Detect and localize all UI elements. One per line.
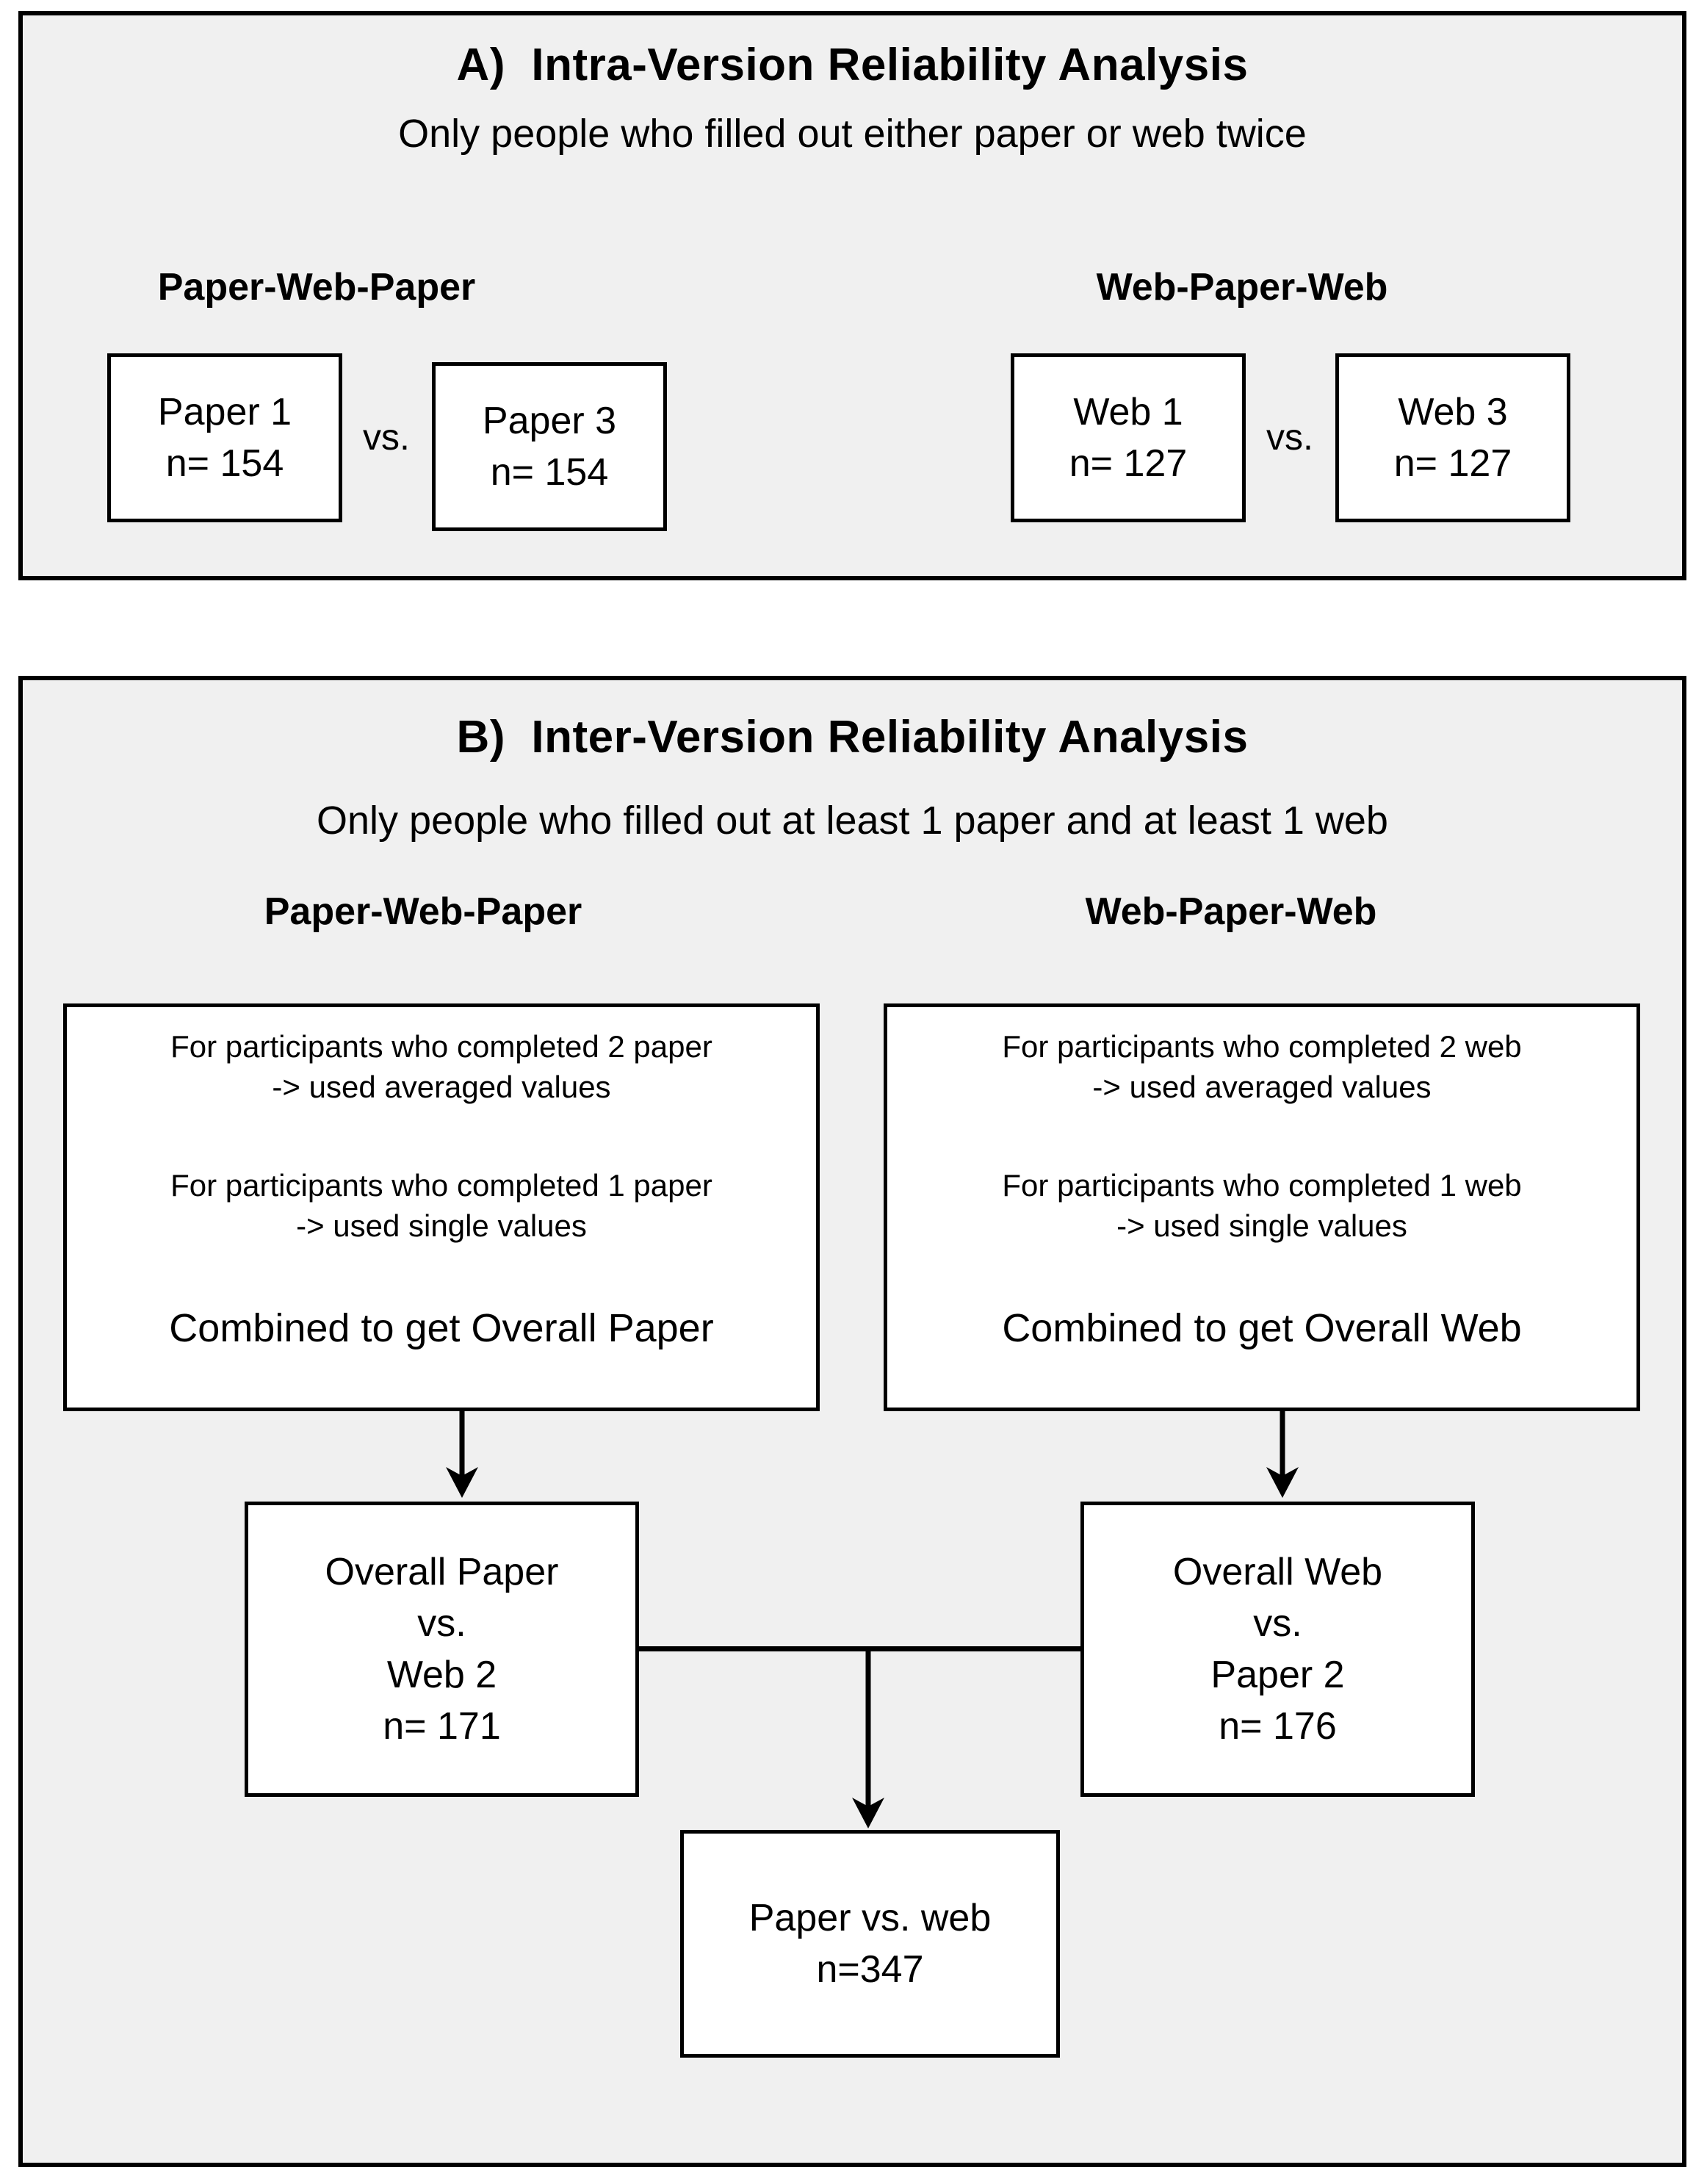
panel-a-box-paper-1: Paper 1 n= 154 — [107, 353, 342, 522]
panel-a-box-web-3: Web 3 n= 127 — [1335, 353, 1570, 522]
panel-b-group-title-web-paper-web: Web-Paper-Web — [1085, 890, 1377, 933]
panel-a-intra-version: A) Intra-Version Reliability Analysis On… — [18, 11, 1686, 580]
box-line-count: n= 154 — [490, 451, 609, 494]
box-line-2: n=347 — [816, 1948, 924, 1991]
arrow-desc-web-to-overall-web — [1246, 1411, 1319, 1499]
panel-a-group-title-web-paper-web: Web-Paper-Web — [1096, 266, 1388, 309]
desc-rule1-line1: For participants who completed 2 paper — [170, 1029, 712, 1064]
box-line-1: Overall Paper — [325, 1550, 559, 1593]
box-line-label: Paper 1 — [157, 390, 292, 433]
panel-b-title: B) Inter-Version Reliability Analysis — [456, 712, 1249, 763]
panel-b-desc-box-paper: For participants who completed 2 paper -… — [63, 1003, 820, 1411]
panel-a-box-paper-3: Paper 3 n= 154 — [432, 362, 667, 531]
box-line-count: n= 154 — [165, 442, 284, 485]
panel-a-box-web-1: Web 1 n= 127 — [1011, 353, 1246, 522]
box-line-label: Web 1 — [1073, 390, 1183, 433]
box-line-4: n= 171 — [383, 1705, 501, 1748]
box-line-label: Web 3 — [1398, 390, 1508, 433]
desc-rule2-line2: -> used single values — [1116, 1208, 1407, 1244]
desc-combined: Combined to get Overall Web — [1002, 1305, 1522, 1350]
box-line-1: Overall Web — [1172, 1550, 1383, 1593]
box-line-3: Web 2 — [386, 1654, 497, 1696]
connector-horizontal-results — [635, 1646, 1083, 1651]
desc-rule2-line2: -> used single values — [296, 1208, 587, 1244]
box-line-1: Paper vs. web — [748, 1896, 992, 1939]
panel-a-vs-label-2: vs. — [1266, 417, 1313, 458]
desc-rule1-line2: -> used averaged values — [272, 1070, 611, 1105]
box-line-count: n= 127 — [1069, 442, 1188, 485]
panel-b-result-box-overall-paper: Overall Paper vs. Web 2 n= 171 — [245, 1502, 639, 1797]
desc-rule2-line1: For participants who completed 1 web — [1002, 1167, 1522, 1203]
box-line-label: Paper 3 — [482, 399, 617, 442]
panel-b-desc-box-web: For participants who completed 2 web -> … — [884, 1003, 1640, 1411]
box-line-2: vs. — [1253, 1601, 1302, 1645]
panel-a-group-title-paper-web-paper: Paper-Web-Paper — [157, 266, 476, 309]
panel-b-final-box-paper-vs-web: Paper vs. web n=347 — [680, 1830, 1060, 2058]
panel-a-title: A) Intra-Version Reliability Analysis — [456, 40, 1249, 90]
desc-rule1-line1: For participants who completed 2 web — [1002, 1029, 1522, 1064]
box-line-2: vs. — [417, 1601, 466, 1645]
box-line-3: Paper 2 — [1210, 1654, 1345, 1696]
panel-a-subtitle: Only people who filled out either paper … — [398, 112, 1307, 156]
arrow-desc-paper-to-overall-paper — [425, 1411, 499, 1499]
desc-combined: Combined to get Overall Paper — [169, 1305, 714, 1350]
desc-rule2-line1: For participants who completed 1 paper — [170, 1167, 712, 1203]
panel-b-result-box-overall-web: Overall Web vs. Paper 2 n= 176 — [1080, 1502, 1475, 1797]
panel-b-group-title-paper-web-paper: Paper-Web-Paper — [264, 890, 582, 933]
panel-a-vs-label-1: vs. — [363, 417, 410, 458]
desc-rule1-line2: -> used averaged values — [1092, 1070, 1432, 1105]
box-line-count: n= 127 — [1393, 442, 1512, 485]
arrow-results-to-final — [831, 1646, 905, 1830]
box-line-4: n= 176 — [1219, 1705, 1337, 1748]
panel-b-subtitle: Only people who filled out at least 1 pa… — [317, 799, 1388, 843]
panel-b-inter-version: B) Inter-Version Reliability Analysis On… — [18, 676, 1686, 2167]
